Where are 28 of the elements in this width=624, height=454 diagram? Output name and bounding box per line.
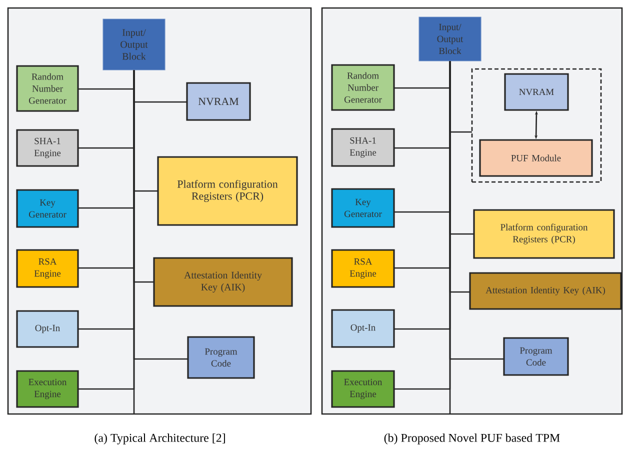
- module-box: Opt-In: [331, 309, 395, 348]
- module-box: Execution Engine: [331, 370, 395, 408]
- connector-line: [133, 70, 188, 360]
- module-box: Platform configuration Registers (PCR): [473, 209, 615, 259]
- module-box: NVRAM: [504, 73, 569, 111]
- module-box: Key Generator: [331, 188, 395, 228]
- module-box: SHA-1 Engine: [16, 129, 79, 167]
- module-box: Execution Engine: [16, 370, 79, 408]
- module-box: Random Number Generator: [331, 64, 395, 111]
- module-box: NVRAM: [186, 82, 251, 121]
- module-box: Random Number Generator: [16, 65, 79, 112]
- module-box: SHA-1 Engine: [331, 128, 395, 167]
- caption: (a) Typical Architecture [2]: [94, 434, 225, 444]
- caption: (b) Proposed Novel PUF based TPM: [384, 434, 560, 444]
- module-box: PUF Module: [479, 139, 593, 177]
- module-box: Opt-In: [16, 310, 79, 348]
- module-box: Attestation Identity Key (AIK): [153, 257, 293, 307]
- module-box: RSA Engine: [331, 249, 395, 288]
- io-block: Input/ Output Block: [418, 16, 482, 62]
- module-box: Platform configuration Registers (PCR): [157, 156, 298, 226]
- dashed-group-box: [471, 68, 602, 183]
- module-box: Program Code: [503, 337, 569, 376]
- module-box: Attestation Identity Key (AIK): [469, 272, 622, 310]
- module-box: Program Code: [187, 336, 255, 379]
- io-block: Input/ Output Block: [102, 18, 166, 70]
- module-box: Key Generator: [16, 189, 79, 228]
- module-box: RSA Engine: [16, 249, 79, 288]
- connector-line: [449, 61, 504, 360]
